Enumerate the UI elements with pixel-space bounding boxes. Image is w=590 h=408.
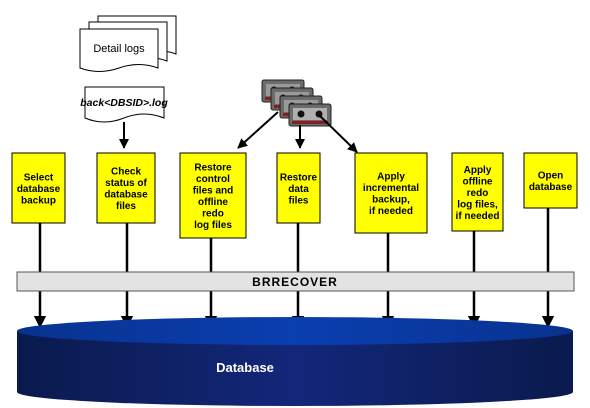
step-label-line: offline: [463, 176, 493, 187]
step-label-line: log files,: [457, 199, 498, 210]
detail-logs-label: Detail logs: [93, 43, 145, 55]
step-label-line: status of: [105, 178, 147, 189]
step-label-line: Apply: [464, 165, 492, 176]
tape-to-control-arrow: [237, 111, 279, 149]
brrecover-label: BRRECOVER: [252, 275, 338, 289]
step-label-line: incremental: [363, 183, 419, 194]
step-label-line: Open: [538, 171, 564, 182]
step-label-line: files: [288, 195, 308, 206]
step-label-line: if needed: [369, 206, 413, 217]
step-label-line: log files: [194, 220, 232, 231]
step-label-line: control: [196, 174, 230, 185]
step-label-line: database: [529, 182, 573, 193]
step-label-line: Check: [111, 167, 141, 178]
tape-cartridges-icon: [261, 79, 332, 127]
step-label-line: backup,: [372, 195, 410, 206]
step-label-line: Restore: [280, 172, 318, 183]
step-label-line: backup: [21, 195, 56, 206]
backup-log-document: back<DBSID>.log: [80, 86, 168, 123]
step-label-line: files and: [193, 186, 234, 197]
step-label-line: database: [17, 184, 61, 195]
brrecover-bar: BRRECOVER: [16, 271, 575, 292]
database-label: Database: [216, 360, 274, 375]
step-label-line: redo: [202, 209, 224, 220]
step-label-line: data: [288, 184, 309, 195]
step-label-line: files: [116, 201, 136, 212]
detail-logs-document: Detail logs: [79, 15, 177, 72]
step-label-line: offline: [198, 197, 228, 208]
step-label-line: database: [104, 190, 148, 201]
step-label-line: Select: [24, 172, 54, 183]
step-label-line: Restore: [194, 163, 232, 174]
backup-log-label: back<DBSID>.log: [80, 97, 168, 109]
database-cylinder: Database: [17, 317, 573, 406]
step-label-line: redo: [467, 188, 489, 199]
step-label-line: if needed: [456, 211, 500, 222]
step-label-line: Apply: [377, 172, 405, 183]
tape-to-incremental-arrow: [319, 115, 358, 153]
